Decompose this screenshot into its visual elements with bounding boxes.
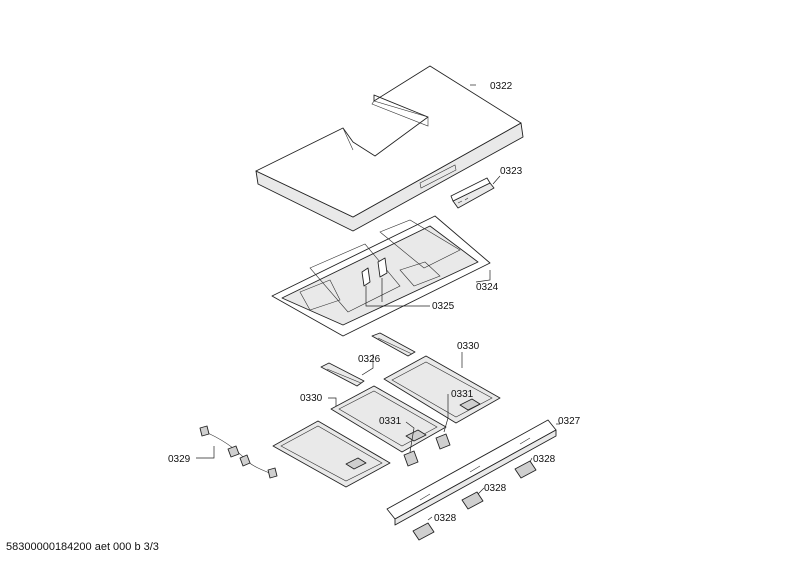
label-0322: 0322	[490, 81, 513, 92]
label-0331-left: 0331	[379, 416, 402, 427]
label-0325: 0325	[432, 301, 455, 312]
part-grease-filters	[272, 352, 501, 488]
label-0328-middle: 0328	[484, 483, 507, 494]
part-terminal-clips	[412, 457, 537, 541]
label-0327: 0327	[558, 416, 581, 427]
label-0330-top: 0330	[457, 341, 480, 352]
label-0324: 0324	[476, 282, 499, 293]
part-cover-panel	[255, 65, 524, 232]
part-light-module	[450, 175, 501, 209]
part-filter-rails	[320, 332, 416, 387]
label-0329: 0329	[168, 454, 191, 465]
label-0328-left: 0328	[434, 513, 457, 524]
label-0326: 0326	[358, 354, 381, 365]
label-0331-right: 0331	[451, 389, 474, 400]
label-0330-left: 0330	[300, 393, 323, 404]
document-id: 58300000184200 aet 000 b 3/3	[6, 541, 159, 553]
label-0328-right: 0328	[533, 454, 556, 465]
part-cable-harness	[196, 425, 278, 479]
part-mounting-bar	[386, 419, 560, 526]
part-hooks-leader	[365, 278, 430, 307]
label-0323: 0323	[500, 166, 523, 177]
part-frame-chassis	[271, 215, 491, 337]
